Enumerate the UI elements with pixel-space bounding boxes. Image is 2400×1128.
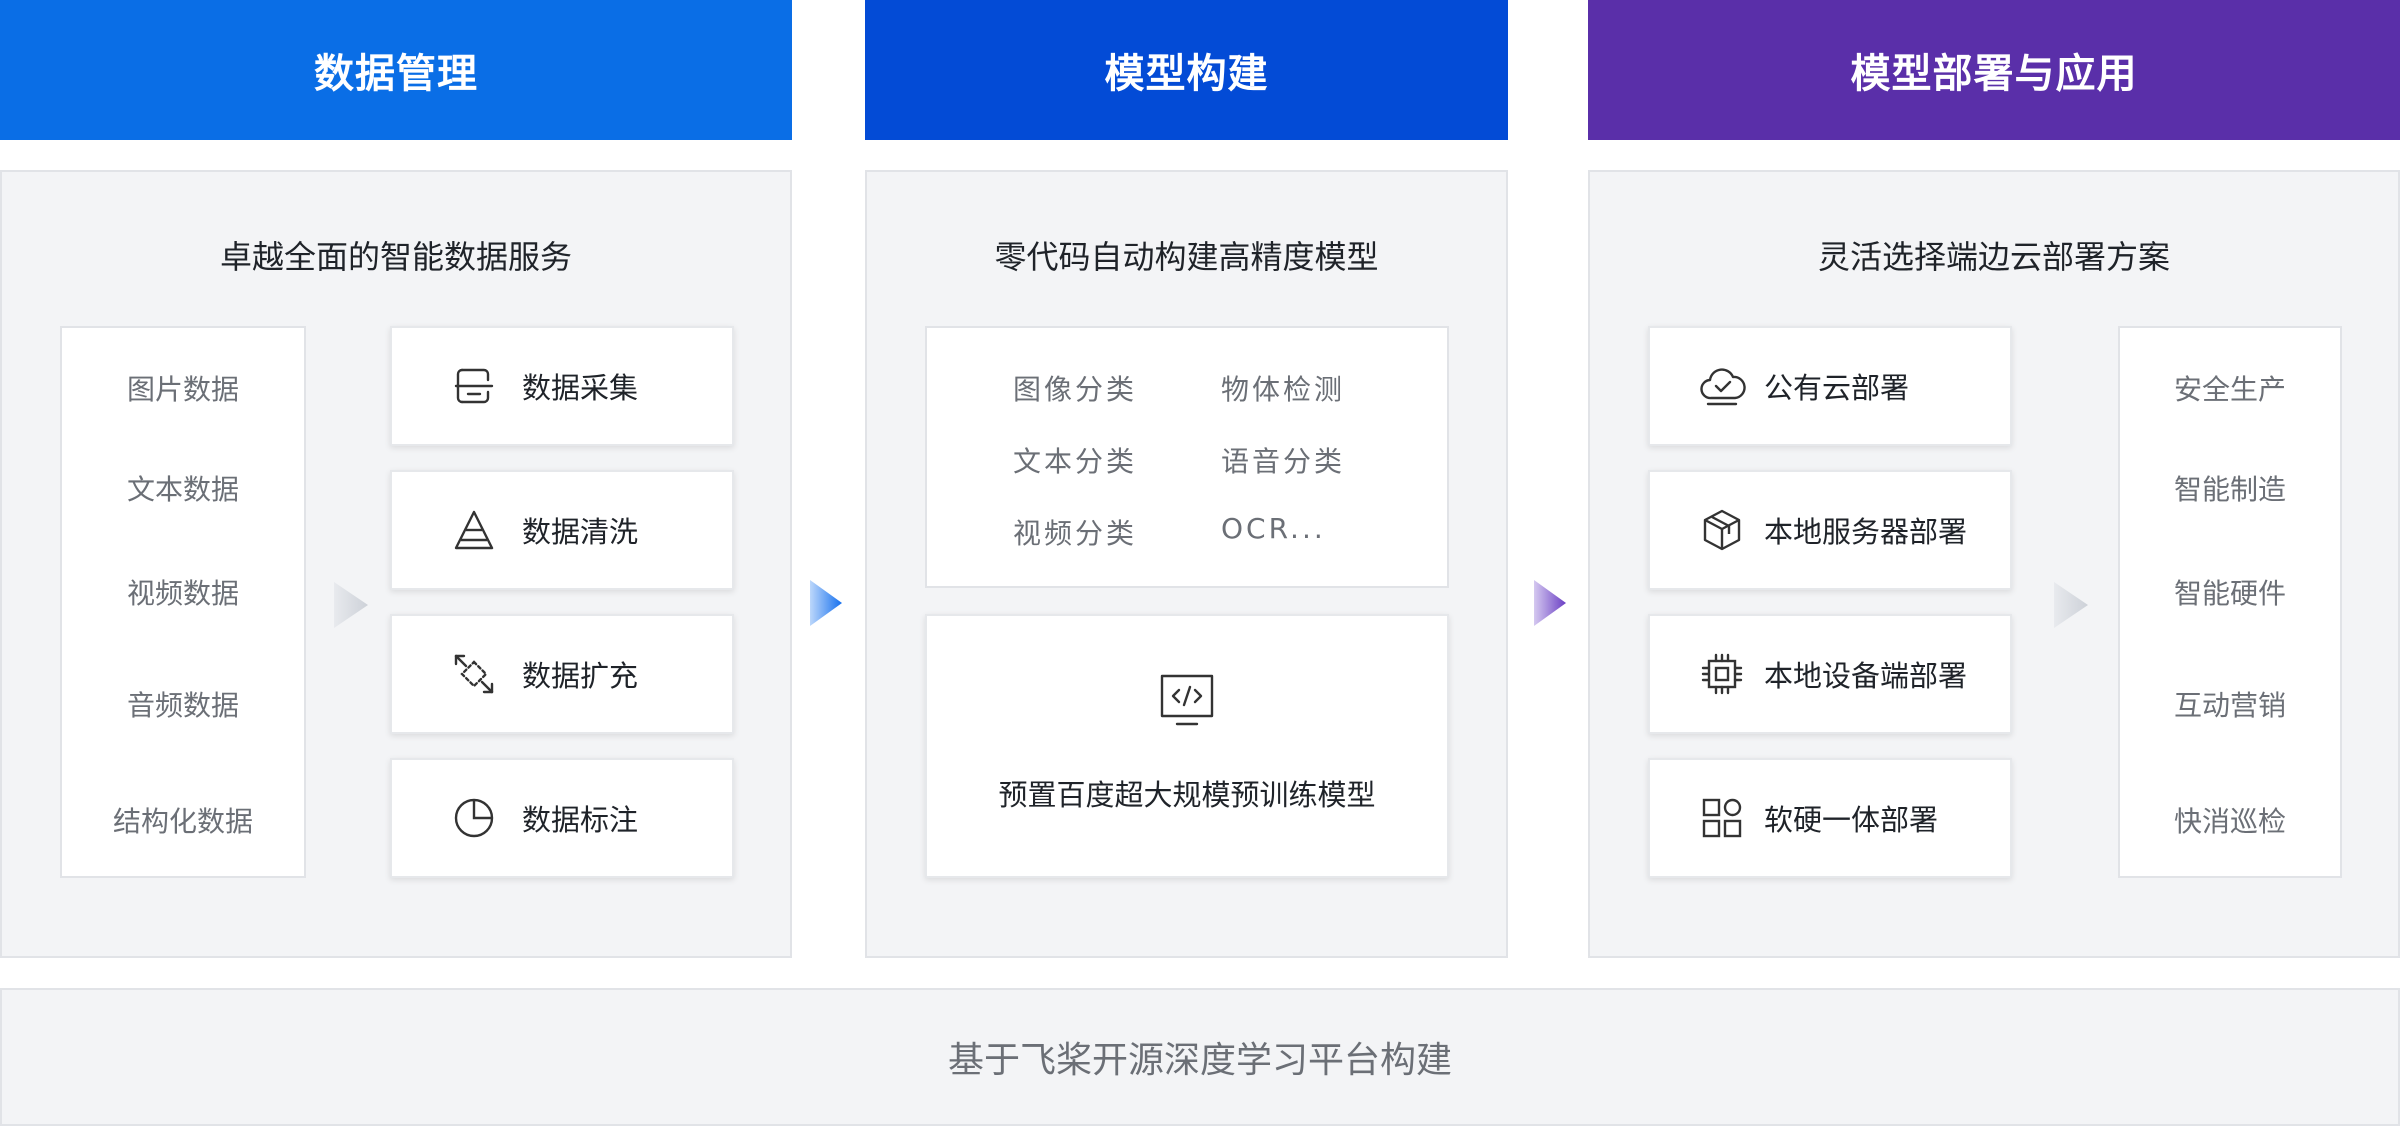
flow-arrow-icon	[1534, 580, 1566, 626]
header-title: 模型构建	[1104, 51, 1269, 97]
panel-subtitle: 灵活选择端边云部署方案	[1817, 238, 2170, 276]
model-type: 文本分类	[1013, 445, 1138, 478]
data-augment-icon	[450, 650, 498, 698]
header-deployment: 模型部署与应用	[1588, 0, 2400, 140]
service-label: 数据扩充	[522, 659, 639, 693]
deploy-card-device[interactable]: 本地设备端部署	[1648, 614, 2012, 734]
header-title: 数据管理	[314, 51, 478, 97]
service-card-clean[interactable]: 数据清洗	[390, 470, 734, 590]
model-type: 物体检测	[1221, 373, 1346, 406]
header-title: 模型部署与应用	[1850, 51, 2138, 97]
data-clean-icon	[450, 506, 498, 554]
list-item: 音频数据	[126, 689, 239, 722]
data-collect-icon	[450, 362, 498, 410]
cloud-check-icon	[1698, 362, 1746, 410]
panel-subtitle: 零代码自动构建高精度模型	[994, 238, 1379, 276]
deploy-card-cloud[interactable]: 公有云部署	[1648, 326, 2012, 446]
list-item: 结构化数据	[112, 805, 253, 838]
applications-list: 安全生产 智能制造 智能硬件 互动营销 快消巡检	[2118, 326, 2342, 878]
data-annotate-icon	[450, 794, 498, 842]
grid-icon	[1698, 794, 1746, 842]
list-item: 智能硬件	[2173, 577, 2286, 610]
model-types-box: 图像分类 物体检测 文本分类 语音分类 视频分类 OCR...	[925, 326, 1449, 588]
list-item: 快消巡检	[2173, 805, 2286, 838]
panel-model-building: 零代码自动构建高精度模型 图像分类 物体检测 文本分类 语音分类 视频分类 OC…	[865, 170, 1508, 958]
list-item: 文本数据	[126, 473, 239, 506]
list-item: 互动营销	[2173, 689, 2286, 722]
flow-arrow-icon	[2054, 582, 2088, 628]
footer-text: 基于飞桨开源深度学习平台构建	[947, 1040, 1452, 1081]
service-card-annotate[interactable]: 数据标注	[390, 758, 734, 878]
header-data-management: 数据管理	[0, 0, 792, 140]
header-model-building: 模型构建	[865, 0, 1508, 140]
pretrained-model-card[interactable]: 预置百度超大规模预训练模型	[925, 614, 1449, 878]
flow-arrow-icon	[810, 580, 842, 626]
panel-data-management: 卓越全面的智能数据服务 图片数据 文本数据 视频数据 音频数据 结构化数据 数据…	[0, 170, 792, 958]
deploy-label: 软硬一体部署	[1764, 803, 1939, 837]
flow-arrow-icon	[334, 582, 368, 628]
deploy-label: 公有云部署	[1764, 371, 1910, 405]
list-item: 视频数据	[126, 577, 239, 610]
list-item: 图片数据	[126, 373, 239, 406]
deploy-label: 本地设备端部署	[1764, 659, 1968, 693]
list-item: 安全生产	[2173, 373, 2286, 406]
service-label: 数据清洗	[522, 515, 639, 549]
server-cube-icon	[1698, 506, 1746, 554]
model-type: 图像分类	[1013, 373, 1138, 406]
list-item: 智能制造	[2173, 473, 2286, 506]
panel-subtitle: 卓越全面的智能数据服务	[219, 238, 572, 276]
data-types-list: 图片数据 文本数据 视频数据 音频数据 结构化数据	[60, 326, 306, 878]
code-icon	[1159, 672, 1215, 732]
deploy-card-integrated[interactable]: 软硬一体部署	[1648, 758, 2012, 878]
deploy-card-server[interactable]: 本地服务器部署	[1648, 470, 2012, 590]
service-label: 数据采集	[522, 371, 639, 405]
footer-banner: 基于飞桨开源深度学习平台构建	[0, 988, 2400, 1126]
pretrained-label: 预置百度超大规模预训练模型	[998, 778, 1376, 812]
model-type: OCR...	[1221, 512, 1326, 545]
model-type: 语音分类	[1221, 445, 1346, 478]
service-label: 数据标注	[522, 803, 639, 837]
model-type: 视频分类	[1013, 517, 1138, 550]
panel-deployment: 灵活选择端边云部署方案 公有云部署 本地服务器部署 本地设备端部署	[1588, 170, 2400, 958]
service-card-augment[interactable]: 数据扩充	[390, 614, 734, 734]
chip-icon	[1698, 650, 1746, 698]
deploy-label: 本地服务器部署	[1764, 515, 1968, 549]
service-card-collect[interactable]: 数据采集	[390, 326, 734, 446]
